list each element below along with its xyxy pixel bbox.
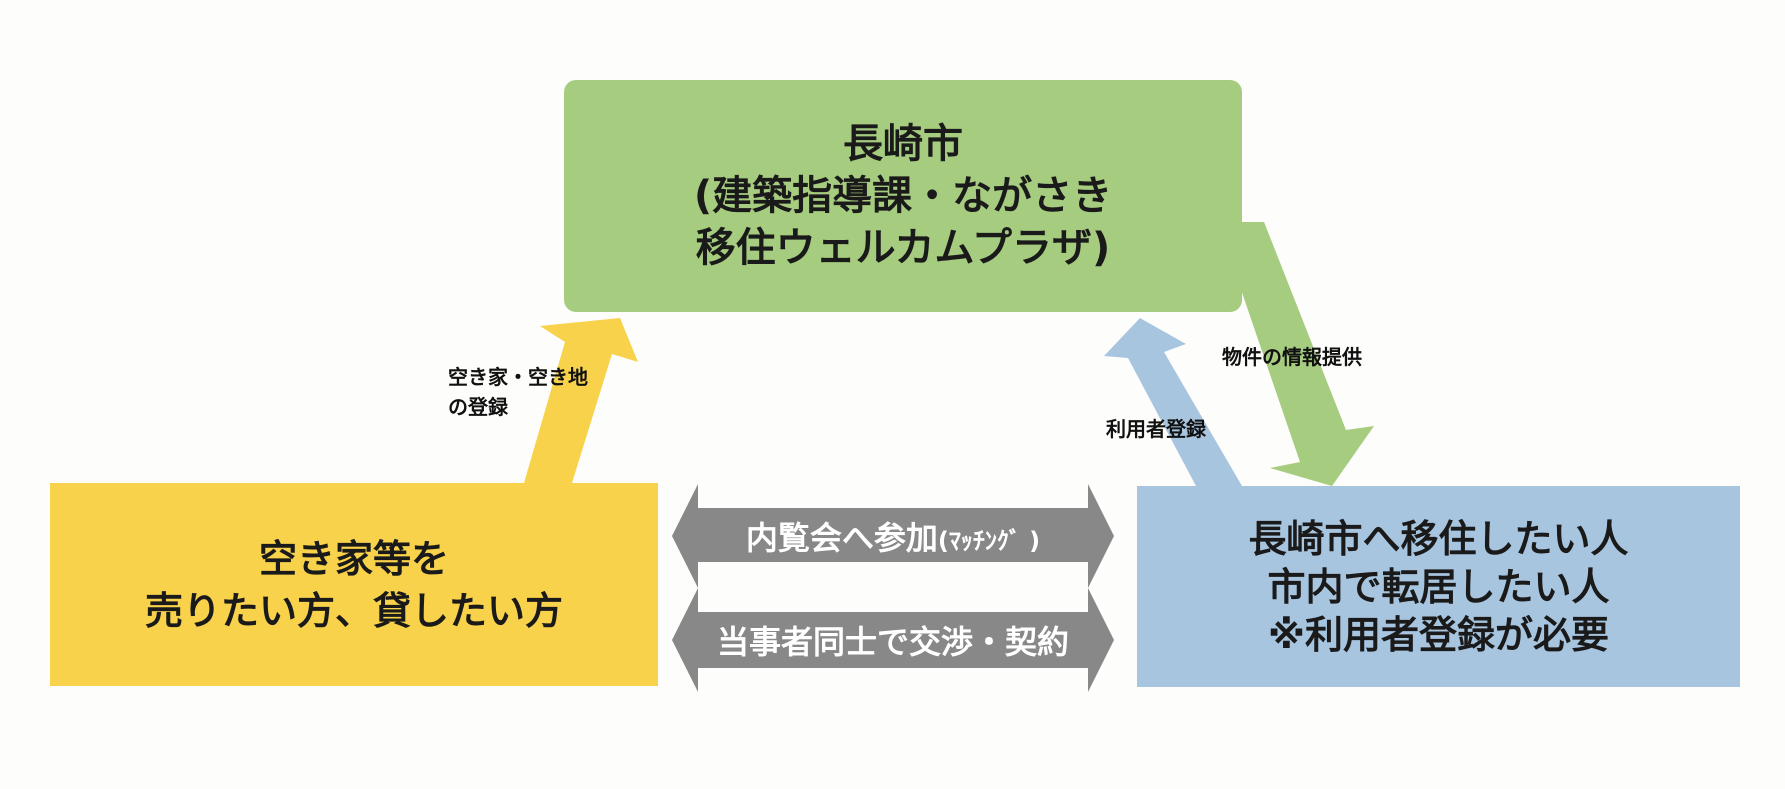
city-departments: (建築指導課・ながさき: [693, 173, 1113, 219]
negotiation-arrow: [672, 588, 1114, 692]
seller-box: 空き家等を 売りたい方、貸したい方: [50, 483, 658, 686]
property-info-label: 物件の情報提供: [1222, 345, 1362, 369]
seeker-to-city-arrow: [1104, 318, 1242, 486]
viewing-arrow: [672, 484, 1114, 588]
seeker-line-2: 市内で転居したい人: [1267, 564, 1610, 609]
user-registration-label: 利用者登録: [1106, 417, 1206, 441]
vacancy-registration-label: 空き家・空き地 の登録: [448, 362, 588, 422]
city-to-seeker-arrow: [1224, 222, 1374, 486]
negotiation-label: 当事者同士で交渉・契約: [716, 623, 1069, 661]
viewing-label-note: (ﾏｯﾁﾝｸﾞ ): [937, 527, 1041, 555]
seller-line-2: 売りたい方、貸したい方: [144, 588, 563, 633]
seller-to-city-arrow: [488, 318, 638, 483]
city-name: 長崎市: [843, 121, 963, 167]
viewing-label: 内覧会へ参加(ﾏｯﾁﾝｸﾞ ): [683, 513, 1103, 559]
vacancy-label-line-1: 空き家・空き地: [448, 365, 588, 389]
seeker-line-1: 長崎市へ移住したい人: [1248, 516, 1629, 561]
seeker-line-3: ※利用者登録が必要: [1268, 612, 1609, 657]
nagasaki-city-box: 長崎市 (建築指導課・ながさき 移住ウェルカムプラザ): [564, 80, 1242, 312]
seller-line-1: 空き家等を: [258, 536, 449, 581]
city-plaza: 移住ウェルカムプラザ): [695, 225, 1111, 271]
seeker-box: 長崎市へ移住したい人 市内で転居したい人 ※利用者登録が必要: [1137, 486, 1740, 687]
vacancy-label-line-2: の登録: [448, 395, 508, 419]
viewing-label-main: 内覧会へ参加: [745, 519, 938, 557]
